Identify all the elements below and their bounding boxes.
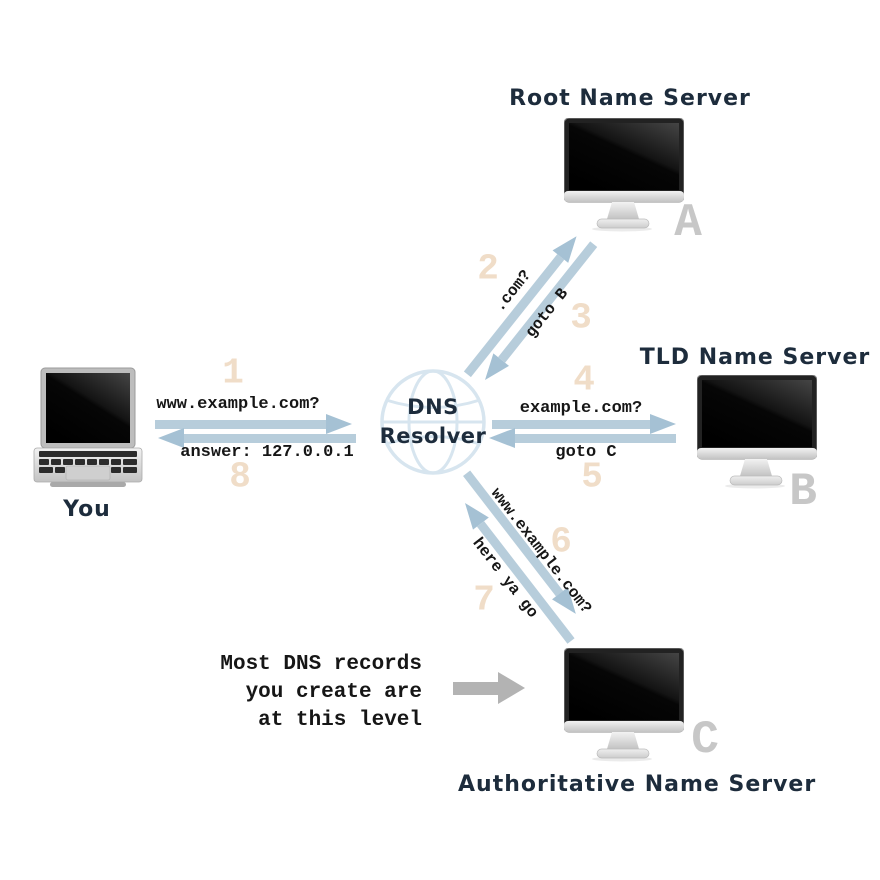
step8-number: 8 — [229, 456, 251, 498]
answer-arrow-step8 — [158, 428, 356, 448]
step2-number: 2 — [477, 248, 499, 290]
tld-name-server-title: TLD Name Server — [639, 345, 871, 370]
step1-number: 1 — [222, 352, 244, 394]
step8-label: answer: 127.0.0.1 — [180, 443, 354, 462]
step4-label: example.com? — [519, 399, 643, 418]
step1-label: www.example.com? — [156, 395, 320, 414]
authoritative-server-letter: C — [691, 714, 719, 766]
step7-number: 7 — [473, 579, 495, 621]
arrowhead-icon — [158, 428, 184, 448]
dns-resolver-node: DNS Resolver — [378, 367, 488, 477]
laptop-icon — [30, 366, 148, 490]
note-arrow-icon — [453, 672, 525, 704]
root-server-monitor-icon — [563, 117, 685, 232]
step5-label: goto C — [555, 443, 617, 462]
step4-number: 4 — [573, 359, 595, 401]
query-arrow-step4 — [492, 414, 676, 434]
arrowhead-icon — [489, 428, 515, 448]
query-arrow-step1 — [155, 414, 352, 434]
globe-icon — [380, 369, 486, 475]
step5-number: 5 — [581, 456, 603, 498]
step6-number: 6 — [550, 521, 572, 563]
tld-server-letter: B — [789, 466, 817, 518]
dns-resolver-label: DNS Resolver — [379, 395, 487, 448]
tld-server-monitor-icon — [696, 374, 818, 489]
root-name-server-title: Root Name Server — [509, 86, 751, 111]
step3-number: 3 — [570, 297, 592, 339]
authoritative-server-monitor-icon — [563, 647, 685, 762]
authoritative-name-server-title: Authoritative Name Server — [458, 772, 817, 797]
referral-arrow-step5 — [489, 428, 676, 448]
arrowhead-icon — [650, 414, 676, 434]
arrowhead-icon — [326, 414, 352, 434]
root-server-letter: A — [674, 197, 702, 249]
note-text: Most DNS records you create are at this … — [220, 653, 422, 732]
client-label: You — [63, 497, 111, 522]
